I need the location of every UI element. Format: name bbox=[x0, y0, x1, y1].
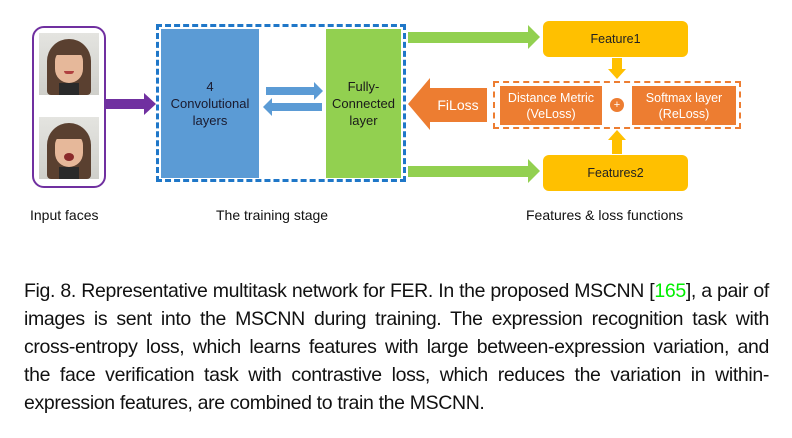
distance-label-line: (VeLoss) bbox=[526, 106, 576, 121]
conv-label-line: layers bbox=[192, 113, 228, 128]
softmax-layer-block: Softmax layer (ReLoss) bbox=[632, 86, 736, 125]
forward-arrow bbox=[266, 87, 316, 95]
training-stage-label: The training stage bbox=[216, 207, 329, 223]
loss-functions-box bbox=[493, 81, 741, 129]
fc-label-line: layer bbox=[349, 113, 378, 128]
input-arrow-head bbox=[144, 93, 156, 115]
figure-diagram: 4 Convolutional layers Fully- Connected … bbox=[30, 21, 741, 223]
plus-icon: + bbox=[610, 98, 624, 112]
backward-arrow-head bbox=[263, 98, 272, 116]
softmax-label-line: (ReLoss) bbox=[658, 106, 710, 121]
feature2-block: Features2 bbox=[543, 155, 688, 191]
conv-label-line: 4 bbox=[206, 79, 214, 94]
conv-layers-block: 4 Convolutional layers bbox=[161, 29, 259, 178]
feature2-up-arrow bbox=[612, 140, 622, 154]
fully-connected-block: Fully- Connected layer bbox=[326, 29, 401, 178]
feature1-down-arrow bbox=[612, 58, 622, 70]
backward-arrow bbox=[272, 103, 322, 111]
filoss-arrow: FiLoss bbox=[429, 88, 487, 122]
filoss-arrow-head bbox=[408, 78, 430, 130]
forward-arrow-head bbox=[314, 82, 323, 100]
feature1-down-arrow-head bbox=[608, 69, 626, 79]
conv-label-line: Convolutional bbox=[170, 96, 250, 111]
surprised-face-image bbox=[39, 117, 99, 179]
caption-text: Fig. 8. Representative multitask network… bbox=[24, 280, 655, 302]
caption-text: ], a pair of images is sent into the MSC… bbox=[24, 280, 769, 414]
fc-label-line: Fully- bbox=[347, 79, 380, 94]
features-loss-label: Features & loss functions bbox=[526, 207, 684, 223]
input-faces-label: Input faces bbox=[30, 207, 99, 223]
input-faces-frame bbox=[32, 26, 106, 188]
distance-metric-block: Distance Metric (VeLoss) bbox=[500, 86, 602, 125]
smiling-face-image bbox=[39, 33, 99, 95]
fc-label-line: Connected bbox=[332, 96, 395, 111]
softmax-label-line: Softmax layer bbox=[645, 90, 723, 105]
feature2-arrow bbox=[408, 166, 530, 177]
distance-label-line: Distance Metric bbox=[507, 90, 595, 105]
feature1-arrow-head bbox=[528, 25, 540, 49]
feature2-up-arrow-head bbox=[608, 130, 626, 140]
feature2-arrow-head bbox=[528, 159, 540, 183]
figure-caption: Fig. 8. Representative multitask network… bbox=[24, 277, 769, 417]
feature1-arrow bbox=[408, 32, 530, 43]
feature1-block: Feature1 bbox=[543, 21, 688, 57]
input-arrow bbox=[106, 99, 146, 109]
training-stage-box bbox=[156, 24, 406, 182]
citation-link[interactable]: 165 bbox=[654, 280, 686, 302]
